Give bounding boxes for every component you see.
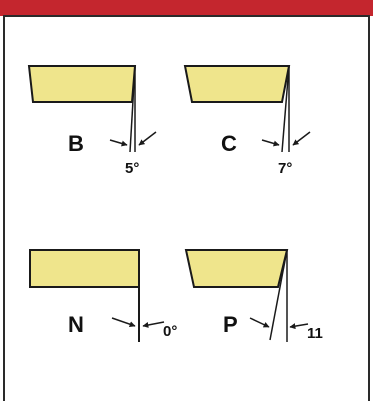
insert-p-flank-line <box>269 249 288 341</box>
insert-p: P 11 <box>184 249 323 342</box>
insert-n-profile <box>29 249 140 288</box>
insert-b-profile <box>27 65 137 103</box>
insert-c-flank-line <box>281 65 290 153</box>
insert-n-right-arrow <box>142 321 165 328</box>
insert-b-flank-line <box>129 65 136 153</box>
insert-p-right-arrow <box>289 323 309 330</box>
insert-n-letter: N <box>68 312 84 337</box>
insert-b-left-arrow <box>109 139 128 147</box>
insert-p-profile <box>184 249 289 288</box>
insert-p-left-arrow <box>249 317 270 328</box>
insert-b-letter: B <box>68 131 84 156</box>
insert-p-angle: 11 <box>307 325 323 342</box>
insert-n-angle: 0° <box>163 323 177 340</box>
header-band <box>0 0 373 16</box>
insert-c-right-arrow <box>292 131 311 146</box>
insert-c-profile <box>183 65 291 103</box>
insert-c: C 7° <box>183 65 311 177</box>
insert-c-angle: 7° <box>278 160 292 177</box>
insert-n: N 0° <box>29 249 177 342</box>
insert-b-angle: 5° <box>125 160 139 177</box>
insert-n-left-arrow <box>111 317 136 328</box>
insert-b: B 5° <box>27 65 157 177</box>
insert-c-left-arrow <box>261 139 280 147</box>
insert-c-letter: C <box>221 131 237 156</box>
insert-p-letter: P <box>223 312 238 337</box>
insert-b-right-arrow <box>138 131 157 146</box>
